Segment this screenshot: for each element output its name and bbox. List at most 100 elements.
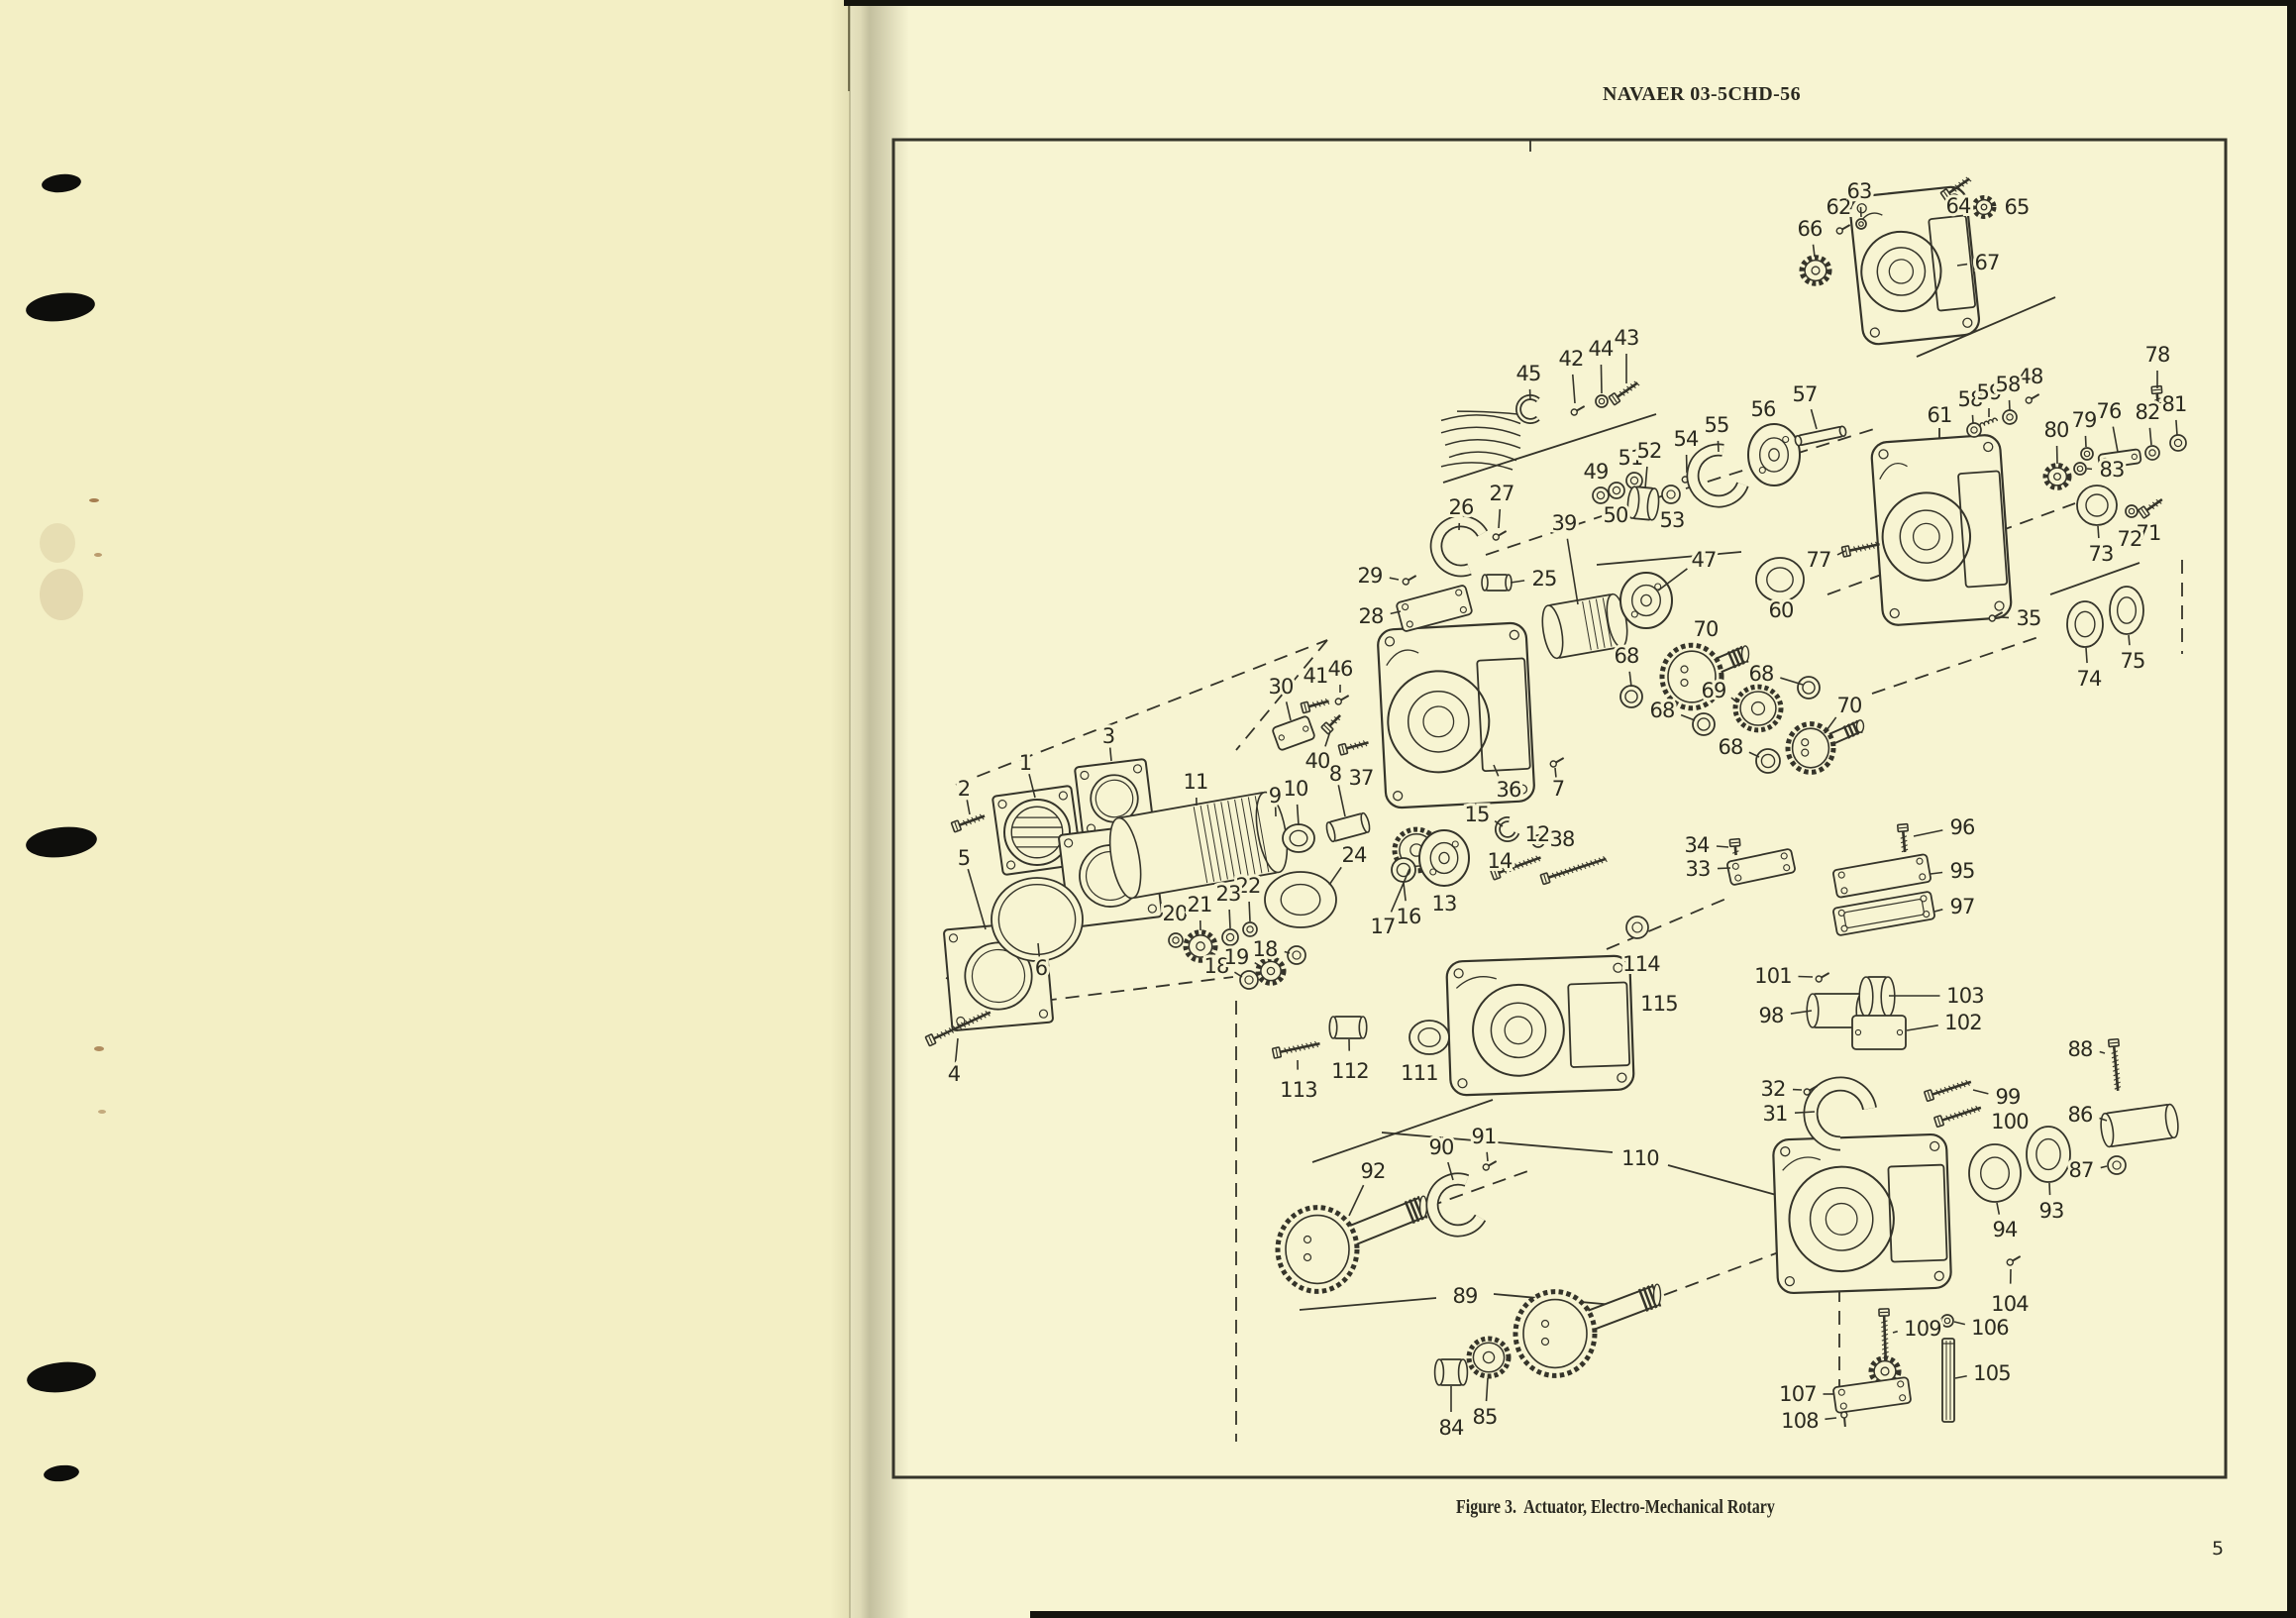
callout-leader-line [1836, 550, 1846, 556]
part-callout-18: 18 [1203, 954, 1228, 978]
part-callout-97: 97 [1949, 895, 1974, 918]
screw-part [1271, 1040, 1320, 1059]
callout-leader-line [2148, 427, 2152, 446]
part-callout-94: 94 [1992, 1218, 2018, 1241]
callout-leader-line [2085, 647, 2088, 664]
part-callout-98: 98 [1758, 1004, 1783, 1027]
callout-leader-line [1657, 568, 1688, 592]
callout-leader-line [1996, 1202, 2001, 1215]
part-callout-37: 37 [1348, 766, 1373, 790]
part-callout-17: 17 [1370, 915, 1395, 938]
part-callout-110: 110 [1621, 1146, 1659, 1170]
cylinder-part [2100, 1103, 2179, 1148]
retainer-arc-part [1686, 443, 1749, 508]
ring-part [991, 877, 1084, 962]
pin-part [1549, 757, 1565, 768]
part-callout-68: 68 [1748, 662, 1773, 686]
part-callout-31: 31 [1762, 1102, 1787, 1126]
gear-part [1255, 956, 1287, 986]
ring-part [1282, 823, 1315, 853]
nut-part [1168, 932, 1184, 948]
nut-part [2144, 445, 2160, 461]
part-callout-23: 23 [1215, 882, 1240, 906]
callout-leader-line [1108, 747, 1112, 762]
callout-leader-line [2175, 419, 2178, 436]
part-callout-68: 68 [1718, 735, 1742, 759]
nut-part [1221, 928, 1239, 946]
part-callout-112: 112 [1331, 1059, 1369, 1083]
cover-plate-part [1832, 1376, 1912, 1414]
part-callout-21: 21 [1187, 893, 1211, 917]
ring-part [1391, 857, 1416, 883]
housing-part [1848, 185, 1981, 346]
callout-leader-line [2099, 1050, 2106, 1054]
cylinder-part [1108, 791, 1289, 900]
screw-part [1840, 541, 1880, 558]
part-callout-84: 84 [1438, 1416, 1464, 1440]
nut-part [1592, 486, 1610, 504]
callout-leader-line [1825, 1417, 1837, 1421]
ring-part [2109, 586, 2144, 635]
part-callout-38: 38 [1549, 827, 1574, 851]
gear-part [2042, 463, 2072, 490]
part-callout-15: 15 [1464, 803, 1489, 826]
retainer-arc-part [1803, 1076, 1877, 1151]
callout-leader-line [1498, 508, 1502, 529]
phantom-dashed-line [1235, 639, 1328, 751]
paper-stain [94, 1045, 104, 1051]
part-callout-48: 48 [2018, 365, 2042, 388]
part-callout-86: 86 [2067, 1103, 2093, 1127]
screw-part [2107, 1037, 2122, 1092]
scan-edge-right [2287, 0, 2296, 1618]
part-callout-60: 60 [1768, 598, 1793, 622]
nut-part [2073, 462, 2087, 476]
part-callout-71: 71 [2136, 521, 2160, 545]
part-callout-73: 73 [2088, 542, 2113, 566]
page-crease [849, 0, 851, 1618]
part-callout-6: 6 [1035, 956, 1048, 980]
threaded-rod-part [1941, 1338, 1955, 1423]
page-crease-top [848, 0, 850, 91]
part-callout-68: 68 [1649, 699, 1674, 722]
paper-stain [94, 553, 102, 557]
part-callout-3: 3 [1102, 724, 1115, 748]
callout-leader-line [1328, 866, 1342, 886]
pin-part [2025, 393, 2040, 404]
screw-part [1300, 698, 1330, 714]
callout-leader-line [2097, 525, 2100, 539]
part-callout-39: 39 [1551, 511, 1576, 535]
callout-leader-line [1717, 867, 1731, 870]
nut-part [1625, 916, 1649, 939]
screw-part [1728, 837, 1741, 856]
phantom-dashed-line [1427, 1168, 1534, 1208]
part-callout-111: 111 [1401, 1061, 1438, 1085]
bracket-line [1381, 1132, 1614, 1153]
screw-part [924, 1011, 991, 1047]
part-callout-44: 44 [1588, 337, 1614, 361]
screw-part [1924, 1079, 1972, 1103]
part-callout-5: 5 [958, 846, 971, 870]
part-callout-69: 69 [1701, 679, 1725, 702]
part-callout-56: 56 [1750, 397, 1776, 421]
blank-left-page [0, 0, 850, 1618]
part-callout-77: 77 [1806, 548, 1830, 572]
callout-leader-line [1716, 845, 1729, 848]
callout-leader-line [1644, 466, 1648, 489]
callout-leader-line [2128, 634, 2131, 646]
pin-part [1840, 1411, 1848, 1428]
nut-part [1608, 482, 1625, 499]
phantom-dashed-line [1663, 427, 1878, 496]
part-callout-89: 89 [1452, 1284, 1477, 1308]
callout-leader-line [1248, 901, 1251, 922]
part-callout-55: 55 [1704, 413, 1728, 437]
part-callout-96: 96 [1949, 815, 1975, 839]
pin-part [1570, 405, 1586, 416]
part-callout-72: 72 [2117, 527, 2141, 551]
callout-leader-line [1233, 971, 1243, 978]
part-callout-61: 61 [1927, 403, 1951, 427]
bracket-line [2049, 562, 2140, 595]
part-callout-49: 49 [1583, 460, 1608, 484]
part-callout-76: 76 [2096, 399, 2122, 423]
part-callout-24: 24 [1341, 843, 1367, 867]
part-callout-36: 36 [1496, 778, 1521, 802]
